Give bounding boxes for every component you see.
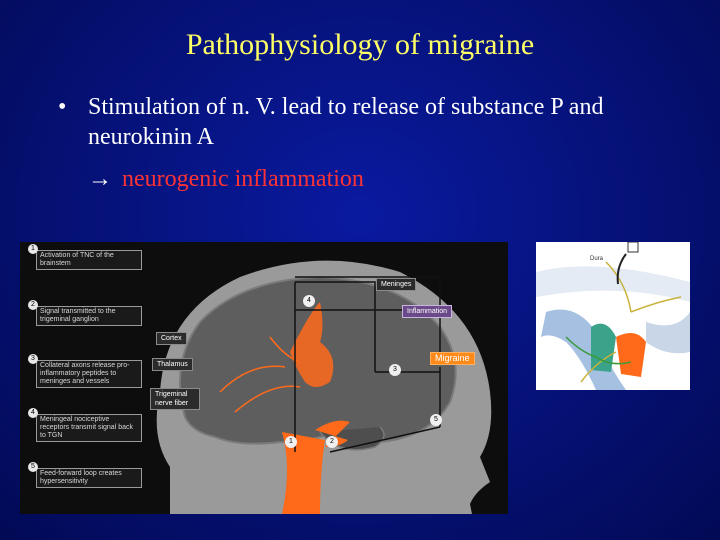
trigeminal-ganglion	[315, 420, 350, 447]
slide-title: Pathophysiology of migraine	[185, 28, 535, 61]
pathway-line-outer	[295, 276, 441, 362]
step-3: 3 Collateral axons release pro-inflammat…	[28, 354, 142, 388]
vessel-right	[646, 312, 690, 354]
inflammation-label: Inflammation	[402, 305, 453, 318]
cortex-label: Cortex	[156, 332, 187, 345]
marker-4: 4	[303, 295, 315, 307]
bullet-symbol: •	[58, 94, 67, 120]
inflammation-region	[290, 302, 334, 387]
step-2: 2 Signal transmitted to the trigeminal g…	[28, 300, 142, 326]
step-1: 1 Activation of TNC of the brainstem	[28, 244, 142, 270]
dura-label: Dura	[590, 256, 604, 262]
dura-vessel-illustration: Dura	[536, 242, 690, 390]
head-illustration	[156, 260, 492, 514]
brainstem	[282, 432, 325, 514]
marker-2: 2	[326, 436, 338, 448]
consequence-text: neurogenic inflammation	[122, 166, 364, 192]
marker-1: 1	[285, 436, 297, 448]
migraine-label: Migraine	[430, 352, 475, 365]
consequence-line: → neurogenic inflammation	[88, 164, 364, 194]
dura-layer	[536, 266, 690, 302]
vessel-drawing	[536, 242, 690, 390]
marker-3: 3	[389, 364, 401, 376]
step-4: 4 Meningeal nociceptive receptors transm…	[28, 408, 142, 442]
nerve-fiber	[580, 261, 682, 383]
meninges-label: Meninges	[376, 278, 417, 291]
green-nerve	[565, 336, 632, 365]
bullet-text: Stimulation of n. V. lead to release of …	[88, 94, 604, 150]
vessel-orange	[616, 333, 646, 377]
vessel-teal	[591, 323, 616, 372]
pathway-line	[294, 281, 441, 453]
trigeminal-label: Trigeminal nerve fiber	[150, 388, 200, 410]
inset-box	[627, 242, 639, 253]
migraine-pathway-diagram: 1 Activation of TNC of the brainstem 2 S…	[20, 242, 508, 514]
arrow-icon: →	[88, 166, 112, 192]
step-5: 5 Feed-forward loop creates hypersensiti…	[28, 462, 142, 488]
thalamus-label: Thalamus	[152, 358, 193, 371]
dura-arrow	[616, 253, 627, 285]
marker-5: 5	[430, 414, 442, 426]
